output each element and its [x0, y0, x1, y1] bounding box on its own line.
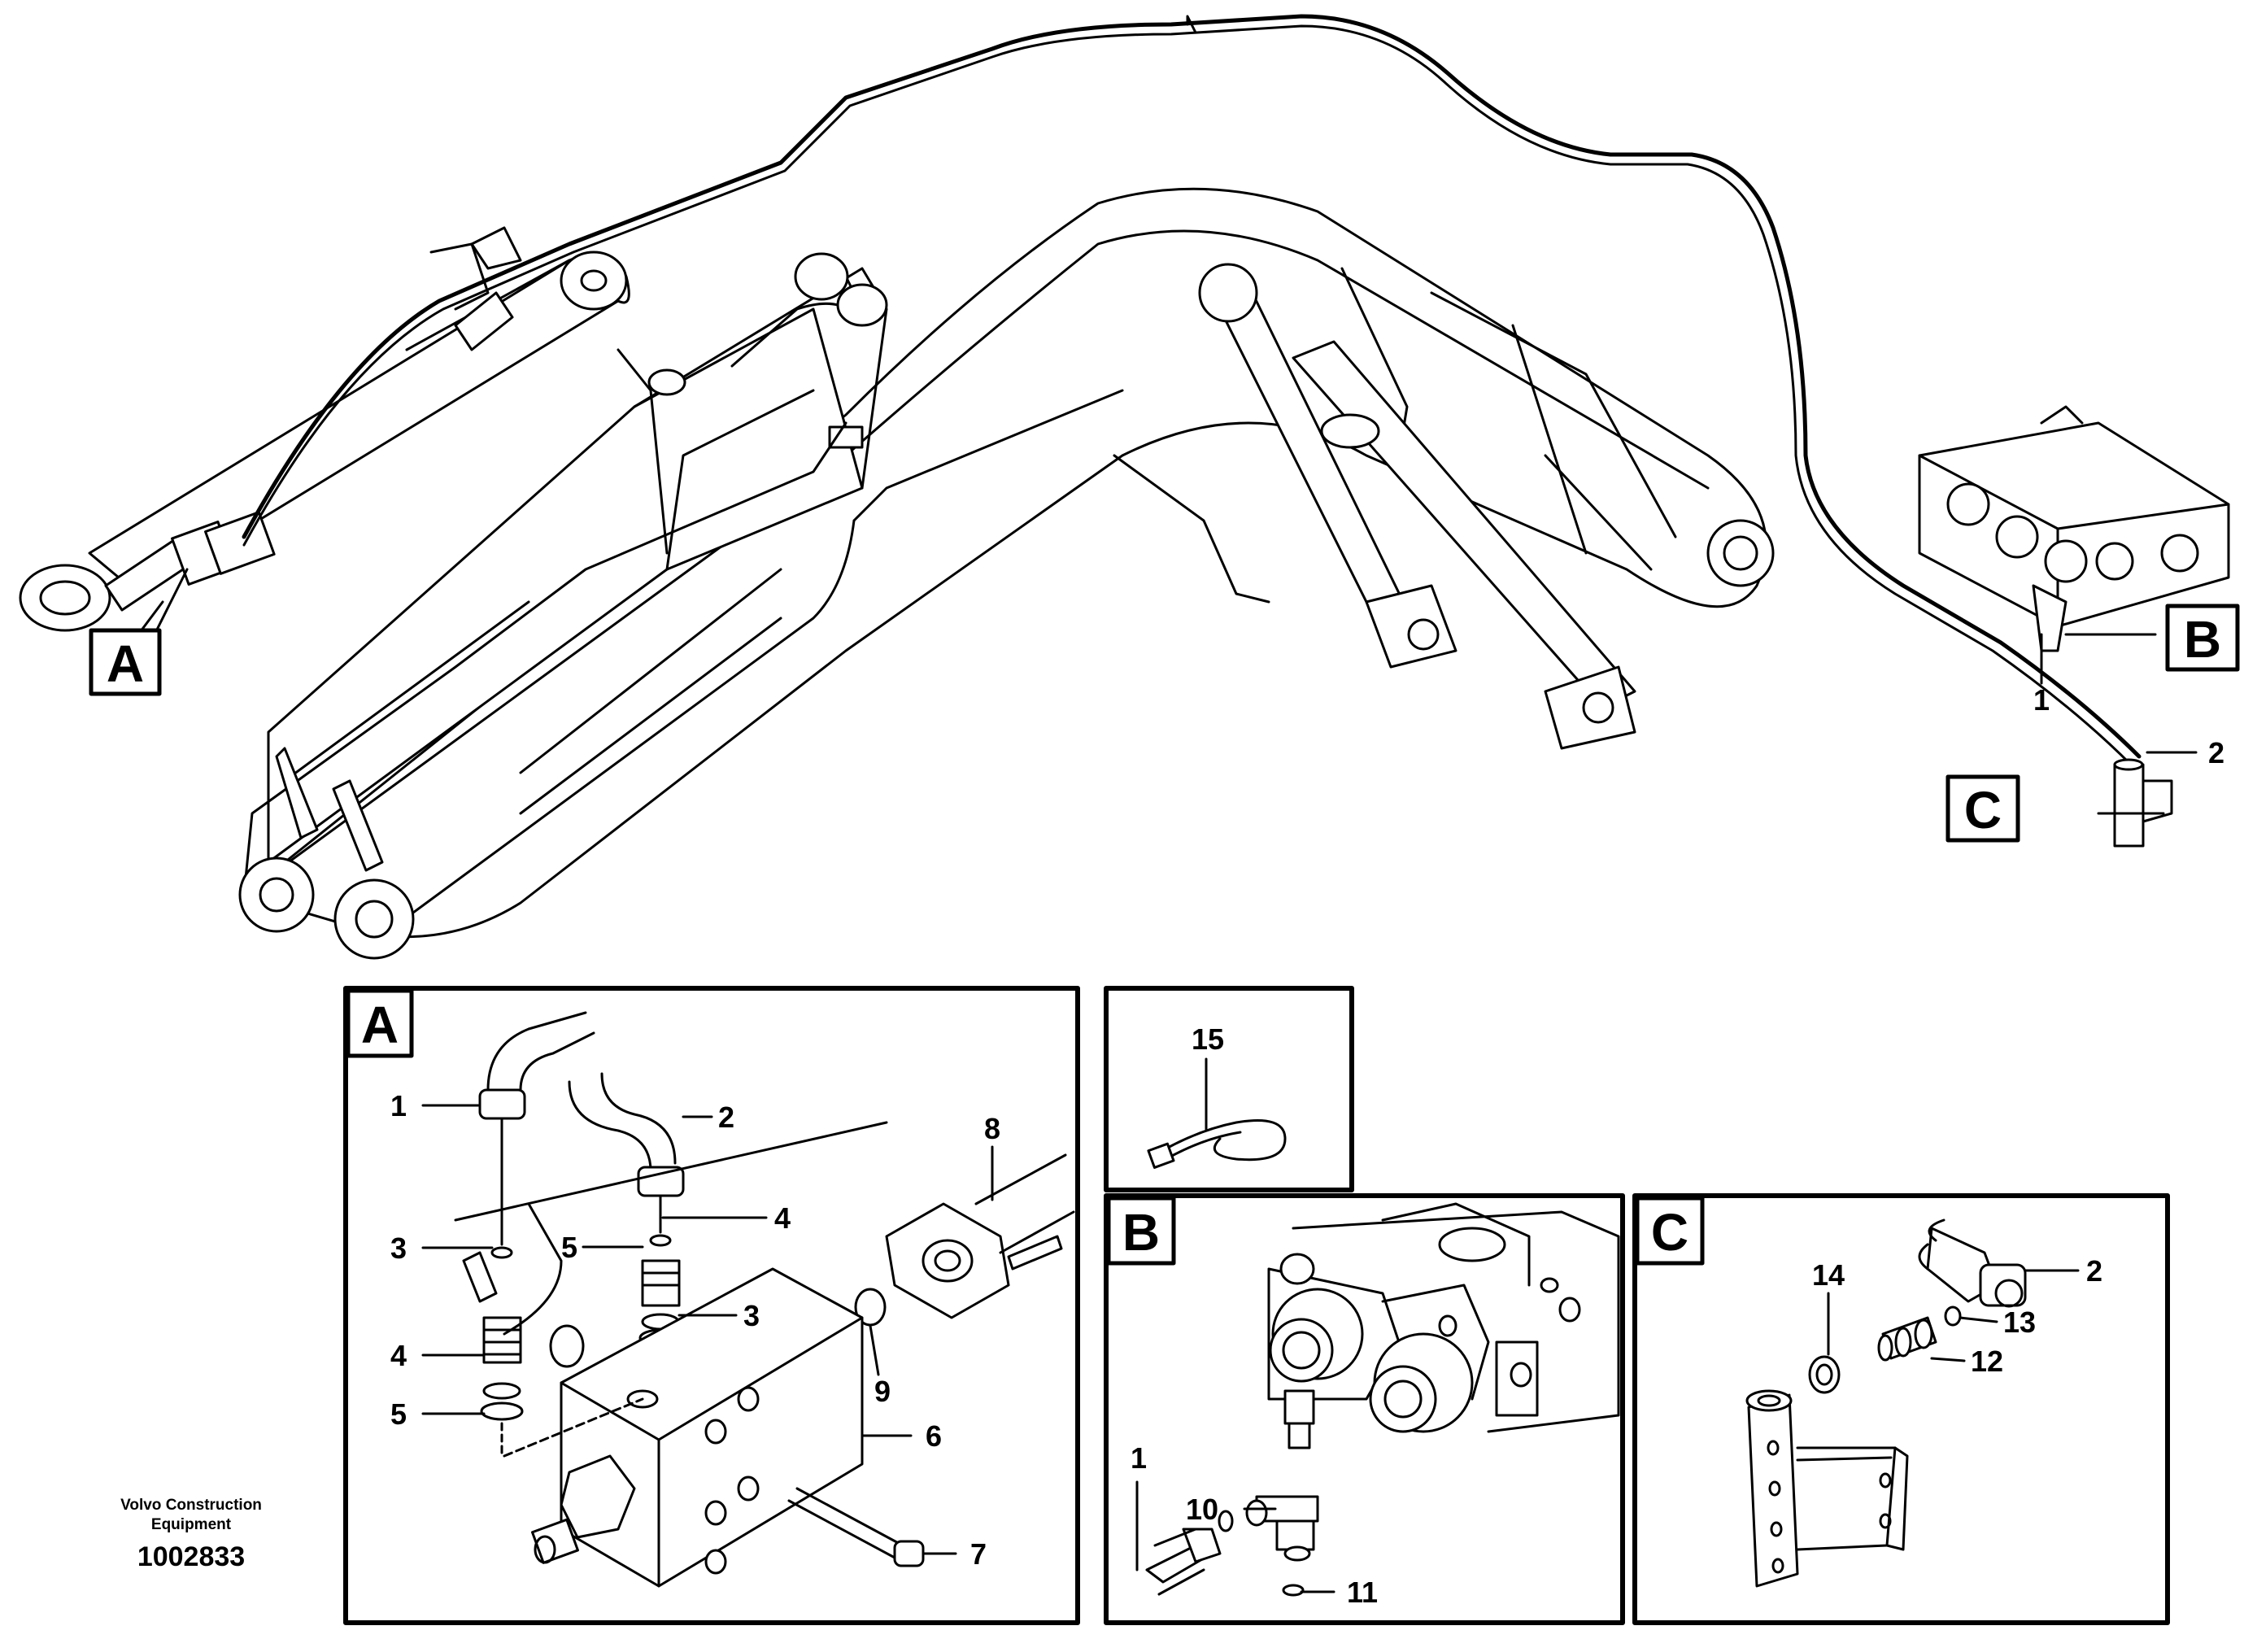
bracket-overview: [2113, 758, 2173, 848]
svg-text:C: C: [1964, 781, 2002, 839]
overview-illustration: [19, 14, 2230, 960]
detail-c-callout: 2: [2086, 1254, 2102, 1288]
detail-a-callout: 5: [561, 1231, 577, 1264]
detail-a-callout: 1: [390, 1089, 407, 1122]
detail-a-callout: 4: [390, 1339, 407, 1372]
detail-c-callout: 12: [1971, 1345, 2003, 1378]
detail-a-callouts: 1 2 4 3 5 3 4 5 8 9 6 7: [390, 1089, 1000, 1571]
detail-a-callout: 5: [390, 1397, 407, 1431]
detail-a-callout: 9: [874, 1375, 891, 1408]
detail-b-callouts: 1 10 11: [1131, 1441, 1378, 1609]
company-line1: Volvo Construction: [120, 1497, 262, 1514]
callout-a-overview: A: [89, 628, 162, 696]
detail-c-callout: 13: [2003, 1305, 2036, 1339]
svg-text:B: B: [1122, 1203, 1160, 1262]
detail-c-callout: 14: [1812, 1258, 1845, 1292]
detail-b-callout: 10: [1186, 1493, 1218, 1526]
company-line2: Equipment: [151, 1516, 232, 1533]
svg-text:A: A: [107, 634, 144, 693]
detail-b-callout: 1: [1131, 1441, 1147, 1475]
item-1-overview: 1: [2033, 683, 2050, 717]
hydraulic-cylinder-icon: [19, 242, 630, 632]
hose-line: [242, 14, 2142, 766]
detail-b-callout: 11: [1347, 1576, 1378, 1609]
detail-15-callout: 15: [1192, 1022, 1224, 1056]
arm-cylinders: [1198, 263, 1636, 750]
footer: Volvo Construction Equipment 1002833: [120, 1497, 262, 1572]
detail-a-callout: 3: [743, 1299, 760, 1332]
detail-a-callout: 4: [774, 1201, 791, 1235]
svg-text:C: C: [1651, 1203, 1688, 1262]
callout-b-overview: B: [2165, 604, 2240, 672]
detail-a-callout: 3: [390, 1231, 407, 1265]
svg-text:B: B: [2184, 610, 2221, 669]
detail-b-panel: B: [1104, 1193, 1625, 1625]
detail-15-panel: 15: [1104, 986, 1354, 1192]
detail-a-panel: A: [343, 986, 1080, 1625]
detail-a-callout: 8: [984, 1112, 1000, 1145]
cable-tie-icon: [1147, 1057, 1287, 1169]
boom: [238, 187, 1775, 960]
control-valve-icon: [1918, 405, 2230, 652]
callout-c-overview: C: [1945, 774, 2020, 843]
item-2-overview: 2: [2208, 736, 2224, 769]
svg-text:A: A: [361, 996, 399, 1054]
detail-c-callouts: 2 14 13 12: [1812, 1254, 2102, 1378]
drawing-number: 1002833: [137, 1541, 245, 1572]
detail-a-callout: 6: [926, 1419, 942, 1453]
detail-a-callout: 2: [718, 1101, 734, 1134]
detail-a-callout: 7: [970, 1537, 987, 1571]
detail-c-panel: C: [1632, 1193, 2170, 1625]
